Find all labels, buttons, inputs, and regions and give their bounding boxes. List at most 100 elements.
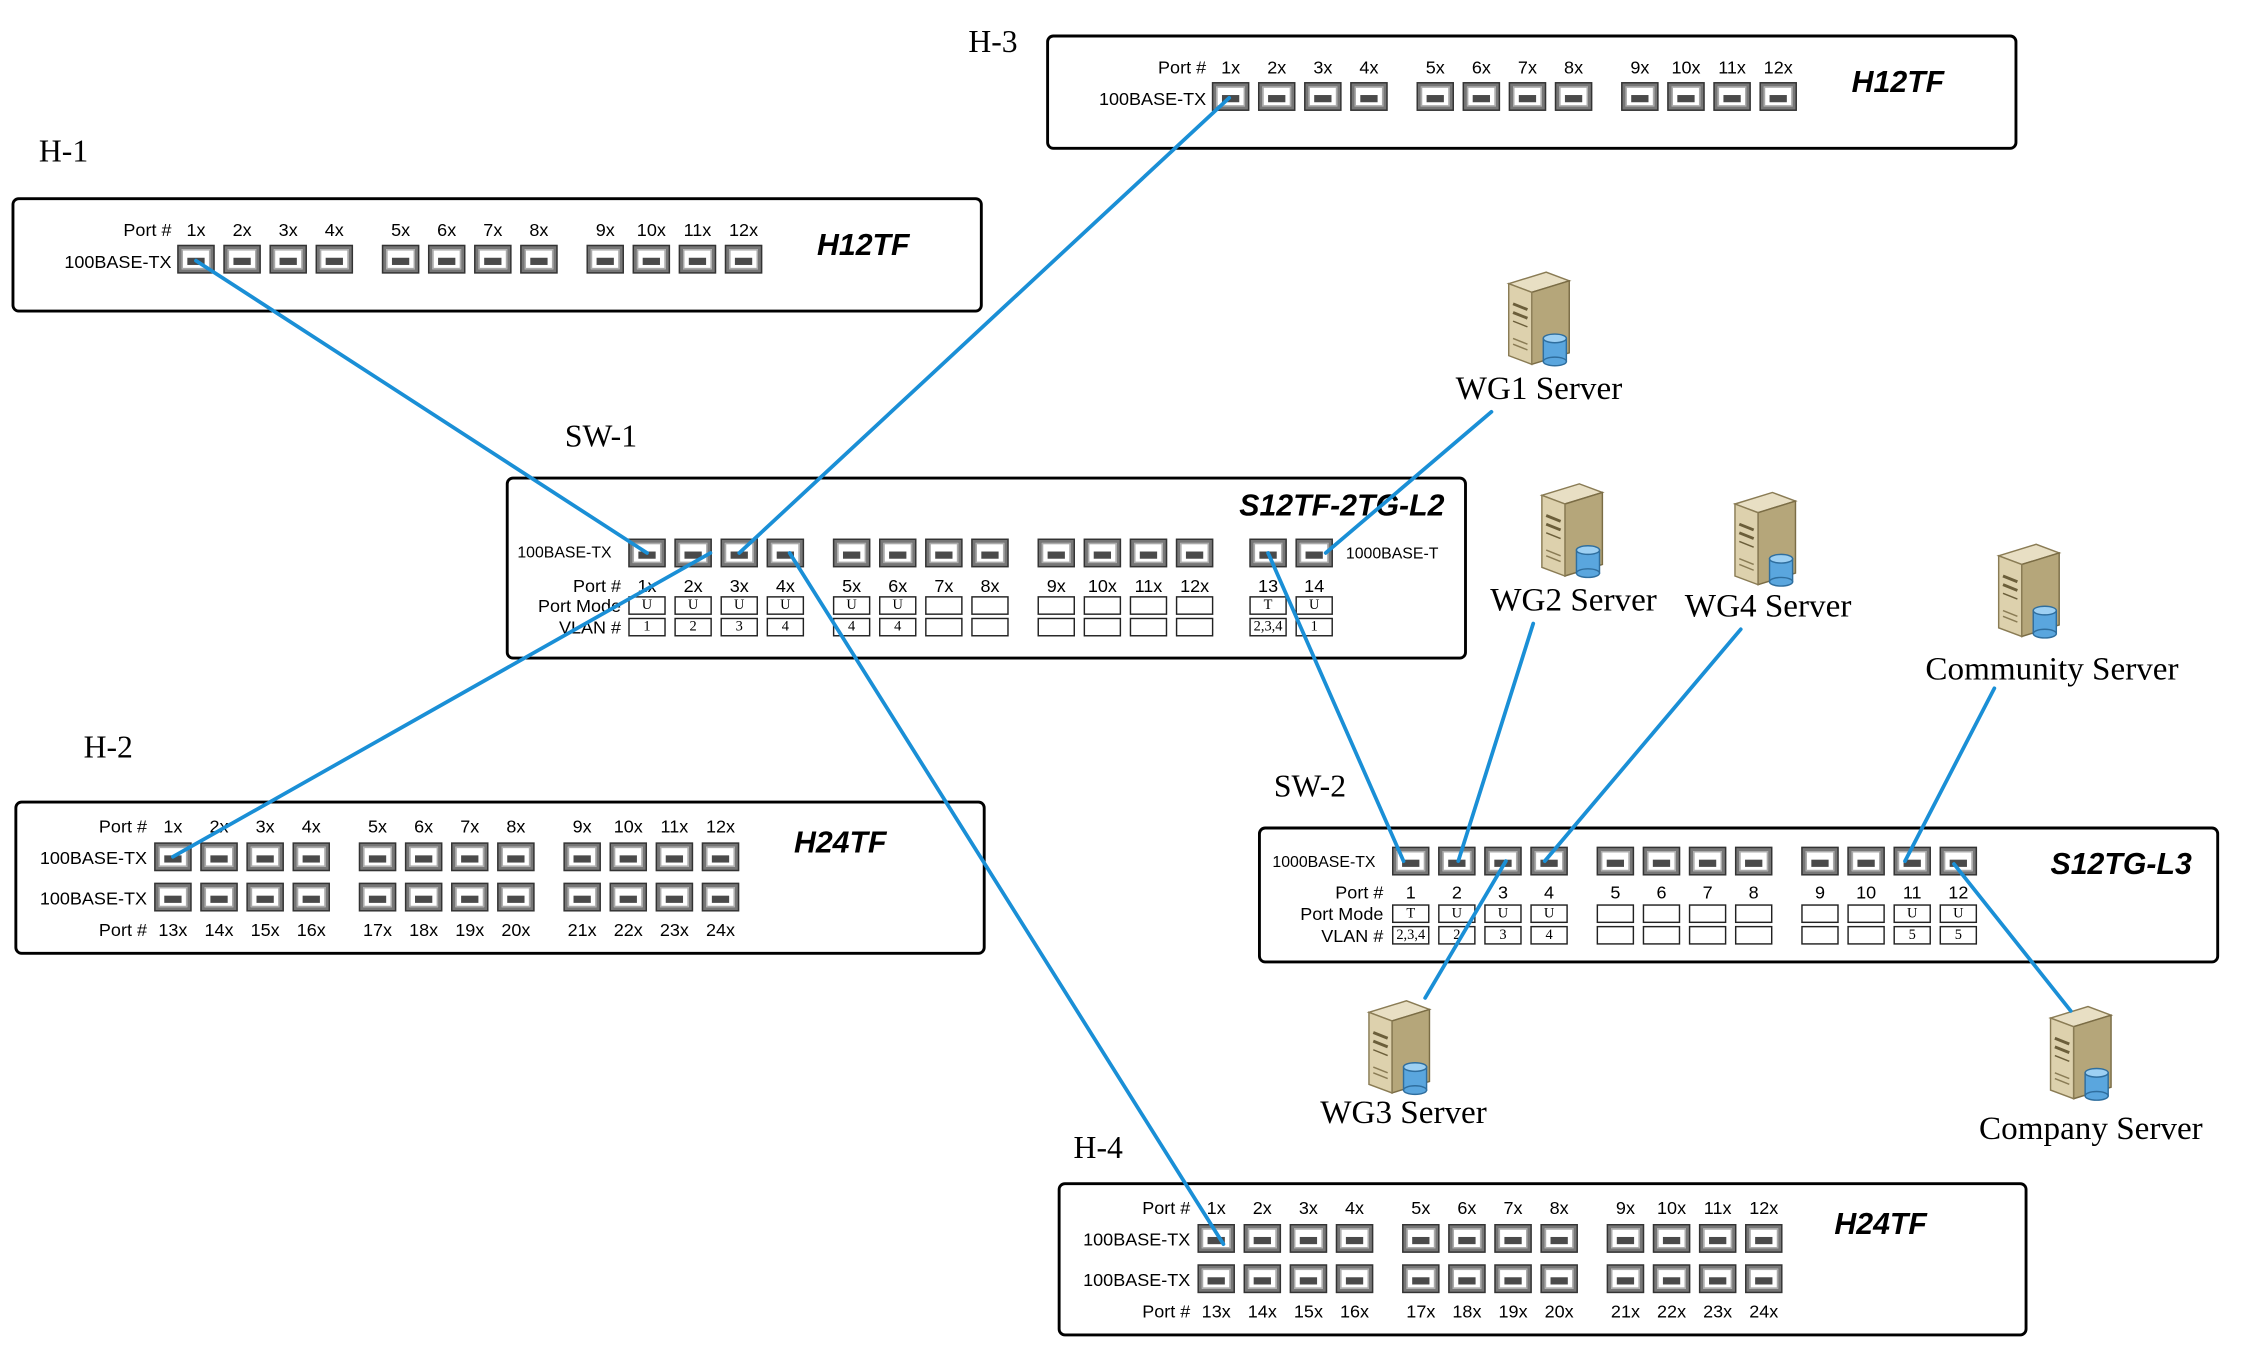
h4-port-number: 15x [1293,1301,1323,1322]
h2-port-number: 13x [158,920,188,941]
sw1-label: SW-1 [564,417,638,454]
h2-port-number: 8x [506,816,526,837]
sw1-port-number: 6x [888,576,908,597]
sw2-port-mode-cell: U [1530,904,1568,924]
h4-port-number: 17x [1406,1301,1436,1322]
sw1-port-number: 10x [1087,576,1117,597]
h4-port-number: 9x [1615,1198,1635,1219]
sw1-vlan-cell: 4 [879,617,917,637]
h2-port-18 [404,882,443,912]
h2-port-19 [451,882,489,912]
sw1-port-mode-cell [1129,596,1168,615]
h2-port-24 [701,882,740,912]
h3-port-number: 4x [1359,57,1379,78]
sw1-port-mode-cell: U [720,596,758,615]
h1-type-label: 100BASE-TX [64,252,172,273]
sw2-vlan-cell [1734,925,1773,945]
link-wg2-sw2-p2 [1456,621,1536,863]
h2-port-number: 21x [567,920,597,941]
h3-port-9 [1621,82,1659,111]
h3-port-5 [1416,82,1454,111]
link-sw1-p13-sw2-p1 [1266,551,1406,863]
sw1-vlan-cell [925,617,963,637]
h4-port-23 [1698,1264,1737,1294]
h1-port-8 [520,244,558,274]
sw2-port-number: 10 [1856,882,1877,903]
h4-port-17 [1402,1264,1440,1294]
wg3-server-icon [1363,998,1441,1103]
h4-port-number: 8x [1549,1198,1569,1219]
h2-port-number: 9x [572,816,592,837]
company-server-icon [2045,1004,2123,1109]
link-wg1-sw1-p14 [1323,409,1494,555]
h4-label: H-4 [1073,1128,1123,1165]
sw1-vlan-cell: 4 [766,617,805,637]
h3-type-label: 100BASE-TX [1098,89,1207,110]
h4-port-number: 20x [1544,1301,1574,1322]
link-sw2-p12-company [1952,862,2073,1013]
link-wg4-sw2-p4 [1542,627,1743,863]
h4-port-1 [1197,1224,1235,1253]
sw1-port-12 [1175,538,1214,568]
community-server-label: Community Server [1925,650,2179,687]
h3-port-number: 3x [1313,57,1333,78]
sw1-port-mode-cell [971,596,1009,615]
h1-port-number: 5x [391,220,411,241]
sw1-port-mode-cell: T [1249,596,1287,615]
h4-port-number: 7x [1503,1198,1523,1219]
h4-port-number: 10x [1657,1198,1687,1219]
h2-port-number: 7x [460,816,480,837]
sw1-port-number: 7x [934,576,954,597]
h3-label: H-3 [968,23,1018,60]
sw1-mode-label: Port Mode [537,596,622,617]
h4-port-21 [1606,1264,1645,1294]
h2-port-number: 14x [204,920,234,941]
h3-port-6 [1462,82,1501,111]
h3-port-11 [1713,82,1751,111]
h1-port-number: 1x [186,220,206,241]
h1-port-2 [223,244,261,274]
sw1-port-number: 4x [775,576,795,597]
sw2-port-number: 5 [1610,882,1621,903]
sw2-port-number: 8 [1748,882,1759,903]
h4-port-11 [1698,1224,1737,1253]
sw2-port-6 [1642,846,1681,876]
h4-port-19 [1494,1264,1532,1294]
h4-port-10 [1652,1224,1691,1253]
sw1-port-label: Port # [573,576,622,597]
h4-port-number: 3x [1298,1198,1318,1219]
h4-port-6 [1448,1224,1486,1253]
sw2-port-number: 1 [1405,882,1416,903]
h4-port-label-top: Port # [1142,1198,1191,1219]
community-server-icon [1993,541,2071,646]
company-server-label: Company Server [1979,1110,2203,1147]
h3-port-number: 10x [1671,57,1701,78]
h2-port-number: 12x [705,816,736,837]
h1-port-5 [381,244,420,274]
sw1-port-7 [925,538,963,568]
sw1-port-number: 12x [1180,576,1210,597]
h1-port-11 [678,244,717,274]
h1-port-number: 8x [529,220,549,241]
sw1-port-mode-cell: U [766,596,805,615]
sw2-vlan-cell: 4 [1530,925,1568,945]
h1-port-6 [427,244,466,274]
h1-port-number: 12x [729,220,759,241]
h4-port-22 [1652,1264,1691,1294]
h1-port-3 [269,244,307,274]
sw1-port-number: 11x [1134,576,1163,597]
sw1-port-number: 2x [683,576,703,597]
link-h3-sw1-p3 [737,96,1232,555]
h2-port-21 [563,882,601,912]
h2-port-12 [701,842,740,872]
link-sw2-p3-wg3 [1423,859,1508,1000]
h1-port-label: Port # [123,220,172,241]
h4-port-number: 24x [1749,1301,1779,1322]
h2-port-13 [154,882,192,912]
h3-port-number: 6x [1471,57,1491,78]
h2-port-7 [451,842,489,872]
sw1-vlan-cell [1037,617,1075,637]
sw2-port-mode-cell: U [1939,904,1978,924]
h1-port-number: 9x [595,220,615,241]
